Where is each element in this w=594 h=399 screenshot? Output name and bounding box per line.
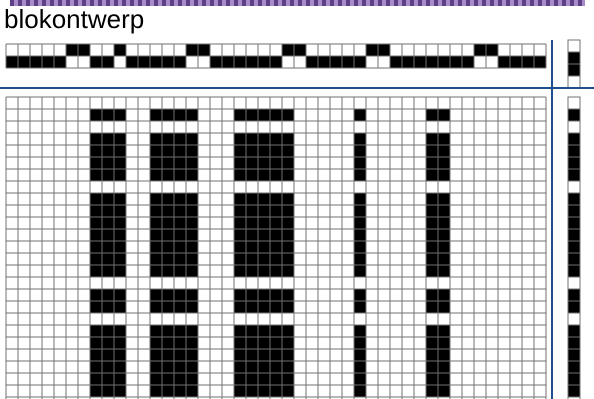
drawdown-block-block-a [90,193,126,277]
treadling-cell [568,241,580,253]
threading-cell-lower [210,56,222,68]
drawdown-block-block-a [90,109,126,121]
treadling-cell [568,109,580,121]
threading-cell-lower [42,56,54,68]
treadling-cell [568,229,580,241]
tieup-grid-cell [568,40,580,52]
treadling-grid-cell [568,97,580,109]
drawdown-block-block-d [354,109,366,121]
treadling-cell [568,169,580,181]
drawdown-block-block-d [354,193,366,277]
tieup-cell [568,52,580,64]
treadling-cell [568,253,580,265]
threading-cell-lower [438,56,450,68]
threading-cell-lower [138,56,150,68]
treadling-grid-cell [568,313,580,325]
treadling-cell [568,289,580,301]
threading-cell-upper [486,44,498,56]
threading-cell-lower [246,56,258,68]
treadling-cell [568,337,580,349]
threading-cell-lower [102,56,114,68]
treadling-cell [568,373,580,385]
treadling-cell [568,361,580,373]
treadling-grid-cell [568,277,580,289]
threading-cell-lower [258,56,270,68]
threading-cell-lower [354,56,366,68]
threading-cell-lower [390,56,402,68]
threading-cell-lower [498,56,510,68]
treadling-cell [568,325,580,337]
threading-cell-lower [318,56,330,68]
threading-cell-lower [462,56,474,68]
threading-cell-lower [270,56,282,68]
threading-cell-lower [522,56,534,68]
threading-cell-lower [6,56,18,68]
drawdown-block-block-c [234,109,294,121]
threading-cell-lower [330,56,342,68]
treadling-cell [568,205,580,217]
treadling-grid-cell [568,121,580,133]
threading-cell-lower [30,56,42,68]
threading-cell-lower [450,56,462,68]
threading-cell-lower [414,56,426,68]
tieup-grid-cell [568,76,580,88]
tieup-cell [568,64,580,76]
threading-cell-lower [54,56,66,68]
threading-cell-upper [378,44,390,56]
threading-cell-lower [510,56,522,68]
treadling-cell [568,265,580,277]
threading-cell-lower [306,56,318,68]
threading-cell-lower [342,56,354,68]
threading-cell-upper [78,44,90,56]
threading-cell-upper [294,44,306,56]
threading-cell-lower [174,56,186,68]
treadling-cell [568,217,580,229]
threading-cell-upper [282,44,294,56]
threading-cell-upper [198,44,210,56]
threading-cell-upper [66,44,78,56]
treadling-cell [568,157,580,169]
threading-cell-lower [402,56,414,68]
treadling-cell [568,301,580,313]
treadling-grid-cell [568,181,580,193]
threading-cell-lower [426,56,438,68]
threading-cell-lower [90,56,102,68]
drawdown-block-block-c [234,193,294,277]
treadling-cell [568,193,580,205]
treadling-cell [568,145,580,157]
threading-cell-lower [222,56,234,68]
threading-cell-lower [234,56,246,68]
treadling-cell [568,133,580,145]
threading-cell-lower [18,56,30,68]
threading-cell-lower [126,56,138,68]
threading-cell-upper [114,44,126,56]
threading-cell-lower [150,56,162,68]
threading-cell-upper [366,44,378,56]
threading-cell-lower [162,56,174,68]
treadling-cell [568,349,580,361]
threading-cell-upper [186,44,198,56]
threading-cell-upper [474,44,486,56]
threading-cell-lower [534,56,546,68]
treadling-cell [568,385,580,397]
